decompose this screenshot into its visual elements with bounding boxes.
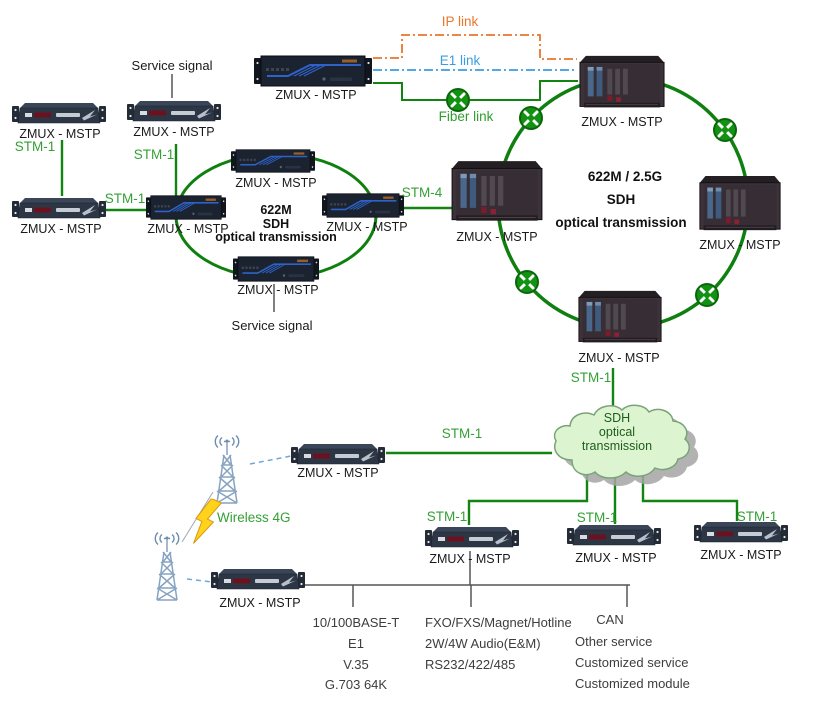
device-rightring-left	[450, 160, 544, 226]
service-col2-row3: RS232/422/485	[425, 657, 516, 672]
service-col3-row3: Customized service	[575, 655, 689, 670]
service-col1-row2: E1	[348, 636, 364, 651]
leftring-left-label: ZMUX - MSTP	[147, 222, 229, 236]
device-cloud-left-label: ZMUX - MSTP	[429, 552, 511, 566]
device-leftring-left	[146, 195, 226, 220]
cloud-branch-right	[641, 468, 739, 521]
device-cloud-center-label: ZMUX - MSTP	[575, 551, 657, 565]
device-wireless-top-label: ZMUX - MSTP	[297, 466, 379, 480]
stm1-label-h: STM-1	[576, 510, 618, 525]
service-col3-row4: Customized module	[575, 676, 690, 691]
leftring-right-label: ZMUX - MSTP	[326, 220, 408, 234]
fiber-link-line	[373, 80, 578, 101]
device-topleft-1-label: ZMUX - MSTP	[19, 127, 101, 141]
service-signal-bottom-label: Service signal	[231, 318, 313, 333]
ip-link-line	[373, 34, 577, 60]
stm1-label-c: STM-1	[104, 191, 146, 206]
rightring-left-label: ZMUX - MSTP	[456, 230, 538, 244]
stm1-label-b: STM-1	[133, 147, 175, 162]
device-topleft-1	[12, 100, 106, 128]
fiber-connector-icon	[514, 269, 540, 295]
device-leftring-right	[322, 193, 404, 218]
device-topleft-3-label: ZMUX - MSTP	[20, 222, 102, 236]
wireless-4g-label: Wireless 4G	[217, 510, 291, 525]
rightring-caption-3: optical transmission	[555, 215, 687, 230]
radio-tower-icon	[203, 433, 251, 507]
fiber-link-label: Fiber link	[438, 109, 494, 124]
cloud-branch-left	[467, 468, 589, 525]
legend-device-label: ZMUX - MSTP	[275, 88, 357, 102]
device-legend	[254, 55, 372, 87]
fiber-connector-icon	[712, 117, 738, 143]
stm1-label-ringbottom: STM-1	[570, 370, 612, 385]
service-col2-row2: 2W/4W Audio(E&M)	[425, 636, 541, 651]
service-col1-row4: G.703 64K	[324, 677, 388, 692]
leftring-bottom-label: ZMUX - MSTP	[237, 283, 319, 297]
device-rightring-right	[698, 175, 782, 235]
device-leftring-top	[231, 149, 315, 173]
device-rightring-bottom	[577, 290, 663, 347]
device-leftring-bottom	[233, 256, 319, 282]
rightring-caption-2: SDH	[606, 192, 636, 207]
cloud-shape	[553, 404, 699, 486]
stm1-label-g: STM-1	[426, 509, 468, 524]
dashed-link-tower1	[249, 455, 292, 465]
e1-link-label: E1 link	[439, 53, 481, 68]
service-col2-row1: FXO/FXS/Magnet/Hotline	[425, 615, 572, 630]
service-col1-row3: V.35	[343, 657, 369, 672]
rightring-bottom-label: ZMUX - MSTP	[578, 351, 660, 365]
leftring-top-label: ZMUX - MSTP	[235, 176, 317, 190]
dashed-link-tower2	[186, 578, 213, 583]
leftring-caption-3: optical transmission	[215, 230, 337, 244]
device-cloud-left	[425, 524, 519, 552]
leftring-caption-2: SDH	[262, 217, 290, 231]
device-cloud-center	[567, 522, 661, 550]
stm1-label-i: STM-1	[736, 509, 778, 524]
service-col3-row2: Other service	[575, 634, 653, 649]
leftring-caption-1: 622M	[260, 203, 292, 217]
rightring-top-label: ZMUX - MSTP	[581, 115, 663, 129]
service-signal-top-label: Service signal	[131, 58, 213, 73]
stm1-label-wireless: STM-1	[441, 426, 483, 441]
cloud-line1: SDH	[603, 411, 631, 425]
device-rightring-top	[578, 55, 666, 112]
device-topleft-3	[12, 195, 106, 223]
cloud-line2: optical	[598, 425, 636, 439]
device-wireless-bottom	[211, 566, 305, 594]
stm1-label-a: STM-1	[14, 139, 56, 154]
device-cloud-right-label: ZMUX - MSTP	[700, 548, 782, 562]
device-topleft-2-label: ZMUX - MSTP	[133, 125, 215, 139]
service-col3-row1: CAN	[596, 612, 624, 627]
radio-tower-icon	[143, 530, 191, 604]
rightring-right-label: ZMUX - MSTP	[699, 238, 781, 252]
fiber-connector-icon	[518, 105, 544, 131]
device-topleft-2	[127, 98, 221, 126]
stm4-label: STM-4	[401, 185, 443, 200]
device-wireless-top	[291, 441, 385, 469]
service-col1-row1: 10/100BASE-T	[312, 615, 400, 630]
ip-link-label: IP link	[441, 14, 479, 29]
device-wireless-bottom-label: ZMUX - MSTP	[219, 596, 301, 610]
cloud-line3: transmission	[581, 439, 653, 453]
cloud-label: SDH optical transmission	[582, 411, 652, 453]
rightring-caption-1: 622M / 2.5G	[587, 169, 663, 184]
fiber-connector-icon	[694, 282, 720, 308]
